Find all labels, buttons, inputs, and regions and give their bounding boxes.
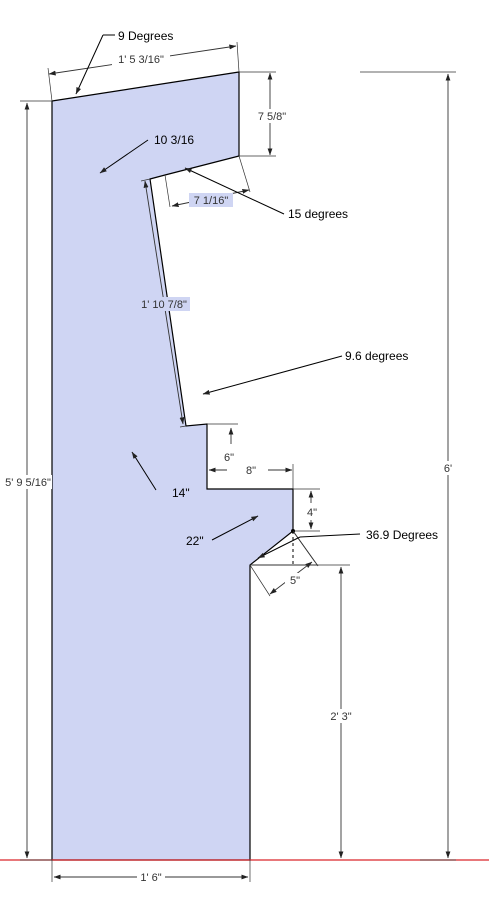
dim-step-drop bbox=[293, 488, 322, 532]
leader-lower-depth bbox=[211, 515, 259, 541]
leader-upper-inner bbox=[99, 139, 149, 174]
note-lower-depth: 22" bbox=[186, 534, 204, 548]
dim-bottom-width-label: 1' 6" bbox=[140, 872, 161, 884]
leader-middle-depth bbox=[131, 451, 157, 491]
note-bevel-angle: 36.9 Degrees bbox=[366, 528, 438, 542]
leader-top-angle bbox=[75, 34, 104, 95]
dim-inner-top-edge bbox=[164, 155, 251, 208]
dim-right-top-height bbox=[239, 71, 288, 157]
dim-bottom-width bbox=[51, 860, 251, 884]
dim-step-drop-label: 4" bbox=[307, 507, 317, 519]
leader-bevel-angle-arrow bbox=[257, 536, 301, 559]
dim-step-width bbox=[208, 463, 294, 489]
note-cutout-angle: 15 degrees bbox=[288, 207, 348, 221]
leader-screen-angle bbox=[202, 355, 343, 395]
note-upper-inner: 10 3/16 bbox=[154, 133, 194, 147]
dim-lower-height bbox=[250, 564, 356, 859]
dim-top-width-label: 1' 5 3/16" bbox=[118, 54, 164, 66]
dim-screen-length-label: 1' 10 7/8" bbox=[141, 299, 187, 311]
dim-step-height-label: 6" bbox=[224, 452, 234, 464]
note-top-angle: 9 Degrees bbox=[118, 29, 173, 43]
dim-bevel-length-label: 5" bbox=[290, 575, 300, 587]
dim-left-height bbox=[3, 100, 52, 861]
leader-cutout-angle bbox=[184, 167, 285, 215]
side-panel-shape bbox=[51, 71, 294, 861]
dim-right-top-height-label: 7 5/8" bbox=[258, 111, 286, 123]
dim-step-width-label: 8" bbox=[246, 465, 256, 477]
dim-screen-length bbox=[138, 178, 190, 428]
dim-total-height-label: 6' bbox=[444, 463, 452, 475]
dim-lower-height-label: 2' 3" bbox=[330, 711, 351, 723]
dim-step-height bbox=[207, 423, 240, 464]
note-middle-depth: 14" bbox=[172, 486, 190, 500]
leader-bevel-angle bbox=[299, 533, 361, 538]
dim-left-height-label: 5' 9 5/16" bbox=[5, 477, 51, 489]
note-screen-angle: 9.6 degrees bbox=[345, 349, 408, 363]
dim-total-height bbox=[360, 71, 456, 861]
dim-inner-top-edge-label: 7 1/16" bbox=[194, 195, 229, 207]
dim-top-width bbox=[47, 41, 240, 102]
dim-bevel-length bbox=[249, 530, 316, 597]
